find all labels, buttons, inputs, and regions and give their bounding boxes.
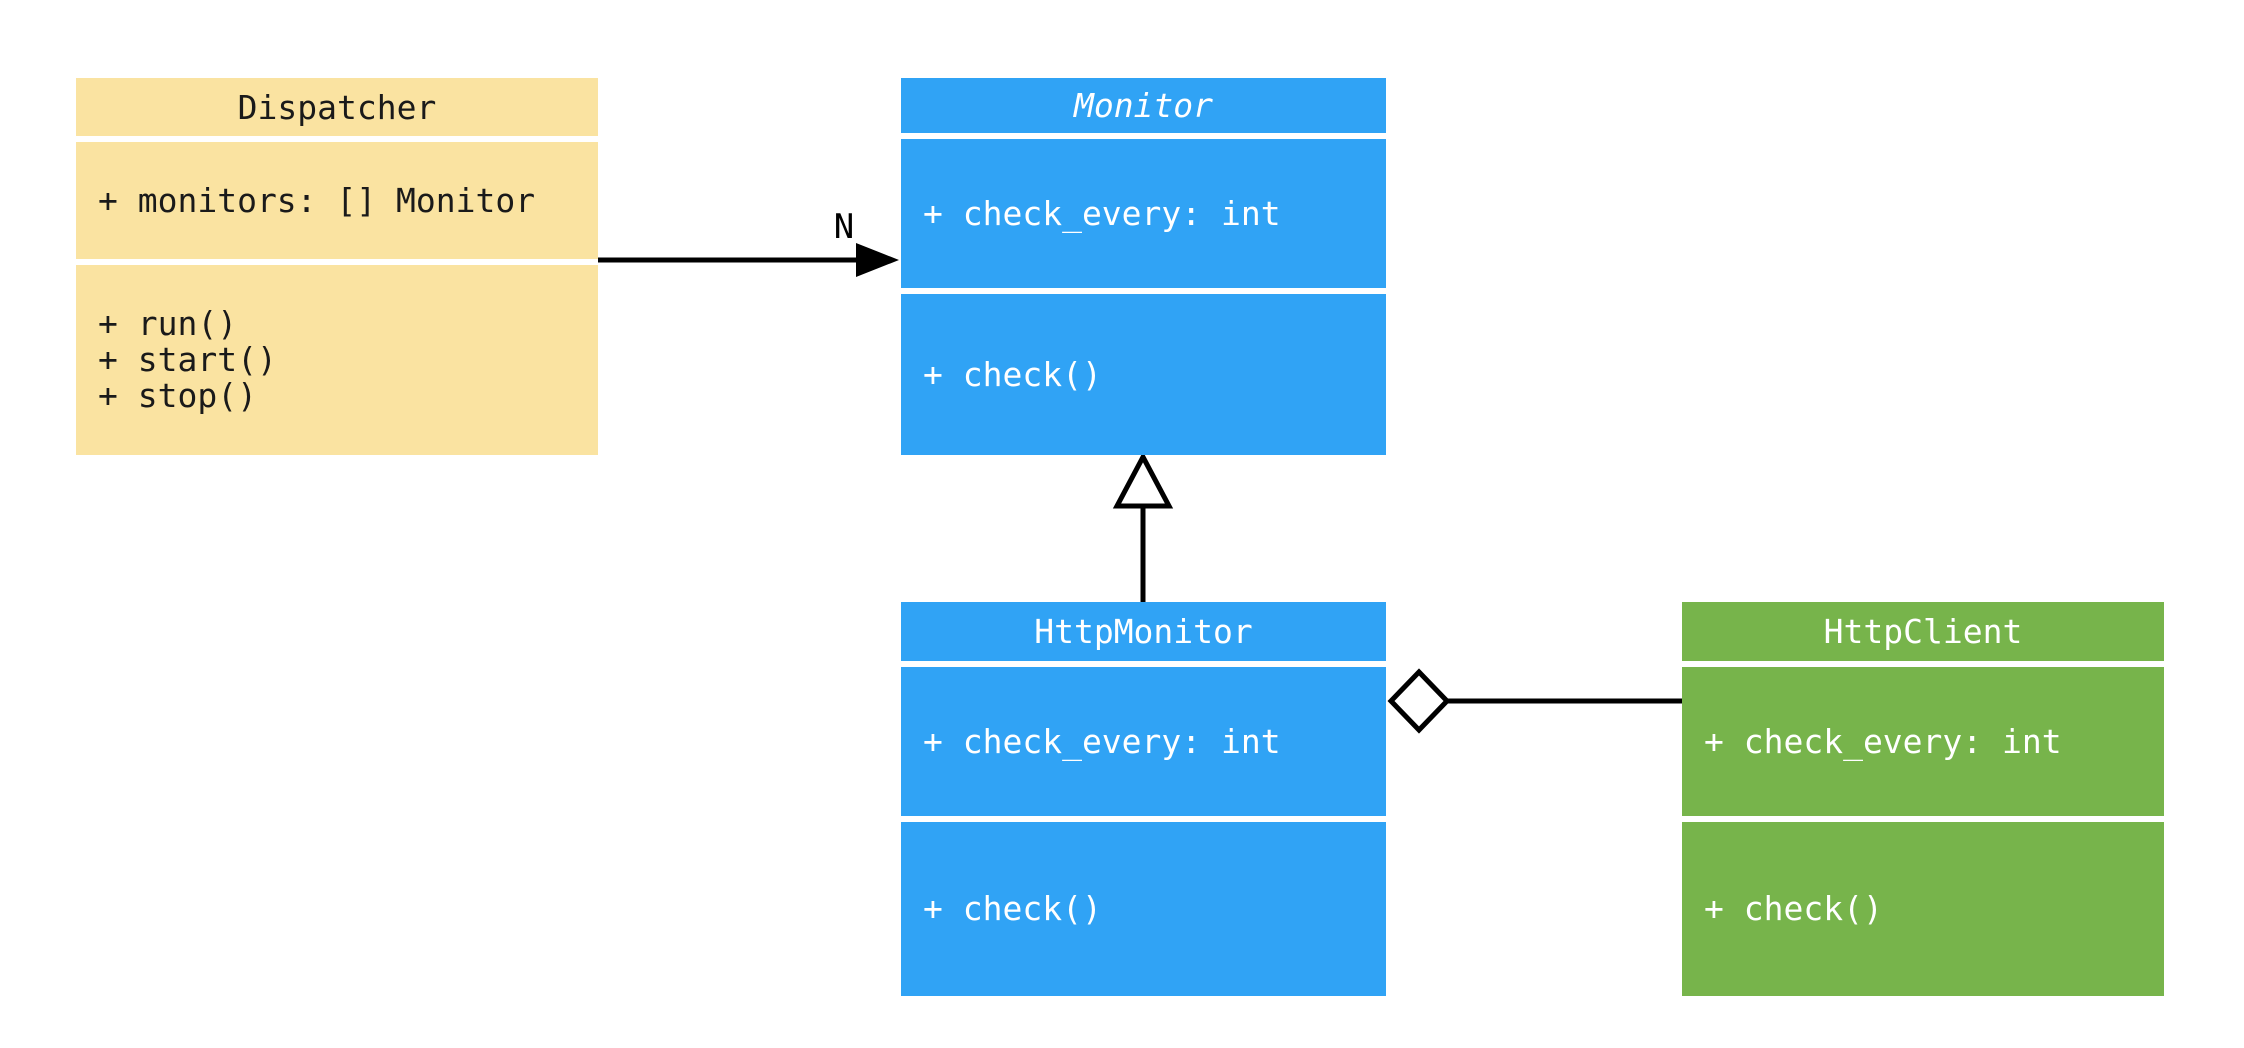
attribute: + monitors: [] Monitor	[98, 180, 536, 220]
method: + check()	[923, 354, 1102, 394]
class-monitor-attributes: + check_every: int	[901, 139, 1386, 288]
method: + check()	[1704, 889, 1883, 928]
class-httpclient-methods: + check()	[1682, 822, 2164, 996]
class-dispatcher-title: Dispatcher	[76, 78, 598, 136]
multiplicity-label: N	[833, 207, 855, 247]
filled-arrowhead-icon	[856, 243, 899, 277]
hollow-diamond-icon	[1387, 668, 1451, 734]
attribute: + check_every: int	[923, 193, 1281, 233]
class-monitor-methods: + check()	[901, 294, 1386, 455]
hollow-triangle-icon	[1112, 451, 1174, 509]
class-monitor: Monitor + check_every: int + check()	[901, 78, 1386, 455]
class-dispatcher: Dispatcher + monitors: [] Monitor + run(…	[76, 78, 598, 455]
method: + check()	[923, 889, 1102, 928]
attribute: + check_every: int	[923, 721, 1281, 761]
method: + stop()	[98, 376, 257, 415]
class-httpmonitor: HttpMonitor + check_every: int + check()	[901, 602, 1386, 996]
class-httpclient-attributes: + check_every: int	[1682, 667, 2164, 816]
aggregation-httpmonitor-to-httpclient	[1387, 668, 1682, 734]
class-httpmonitor-methods: + check()	[901, 822, 1386, 996]
class-dispatcher-methods: + run() + start() + stop()	[76, 265, 598, 455]
class-httpmonitor-attributes: + check_every: int	[901, 667, 1386, 816]
class-httpclient-title: HttpClient	[1682, 602, 2164, 661]
attribute: + check_every: int	[1704, 721, 2062, 761]
class-httpclient: HttpClient + check_every: int + check()	[1682, 602, 2164, 996]
method: + start()	[98, 340, 277, 379]
association-dispatcher-to-monitor	[598, 243, 899, 277]
class-dispatcher-attributes: + monitors: [] Monitor	[76, 142, 598, 259]
method: + run()	[98, 304, 238, 343]
class-httpmonitor-title: HttpMonitor	[901, 602, 1386, 661]
class-monitor-title: Monitor	[901, 78, 1386, 133]
inheritance-httpmonitor-to-monitor	[1112, 451, 1174, 602]
